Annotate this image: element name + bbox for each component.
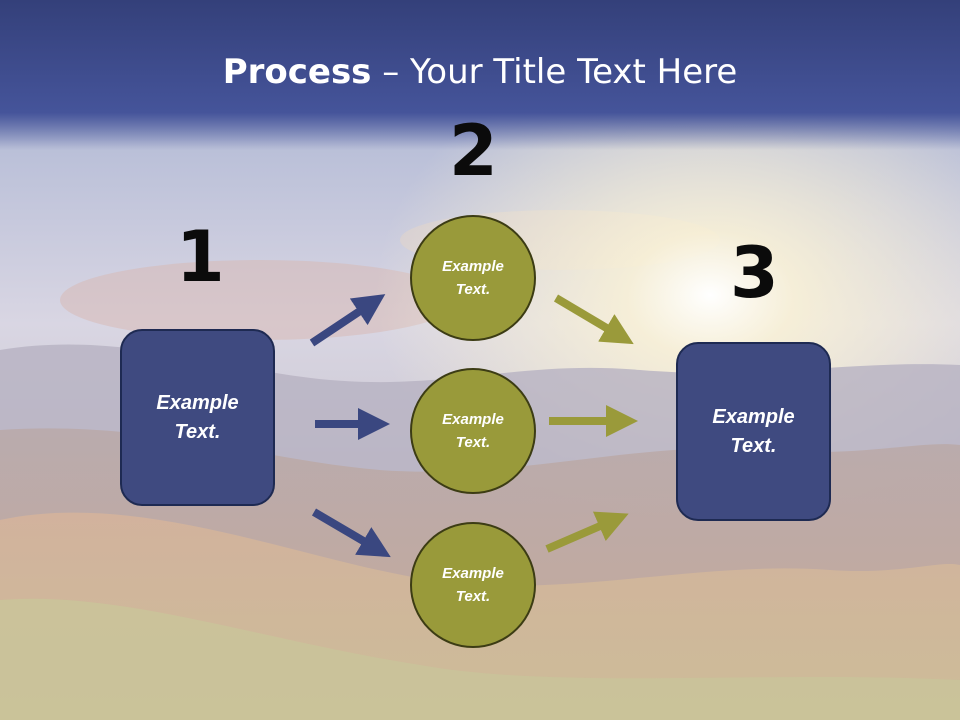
slide-title: Process – Your Title Text Here [0, 52, 960, 92]
right-box-label: Example Text. [712, 405, 795, 457]
right-box: Example Text. [676, 342, 831, 521]
arrow-from-circle-top [553, 294, 634, 345]
arrow-from-circle-bottom [545, 511, 629, 553]
arrow-to-circle-bottom [311, 508, 391, 558]
circle-top-label: Example Text. [442, 258, 504, 298]
circle-middle: Example Text. [410, 368, 536, 494]
arrow-to-circle-top [309, 294, 386, 347]
left-box: Example Text. [120, 329, 275, 506]
left-box-label: Example Text. [156, 391, 239, 443]
step-number-1: 1 [176, 216, 225, 298]
circle-bottom: Example Text. [410, 522, 536, 648]
step-number-2: 2 [449, 110, 498, 192]
circle-top: Example Text. [410, 215, 536, 341]
circle-bottom-label: Example Text. [442, 565, 504, 605]
title-rest: – Your Title Text Here [371, 52, 738, 92]
title-bold: Process [222, 52, 372, 92]
step-number-3: 3 [730, 232, 779, 314]
circle-middle-label: Example Text. [442, 411, 504, 451]
